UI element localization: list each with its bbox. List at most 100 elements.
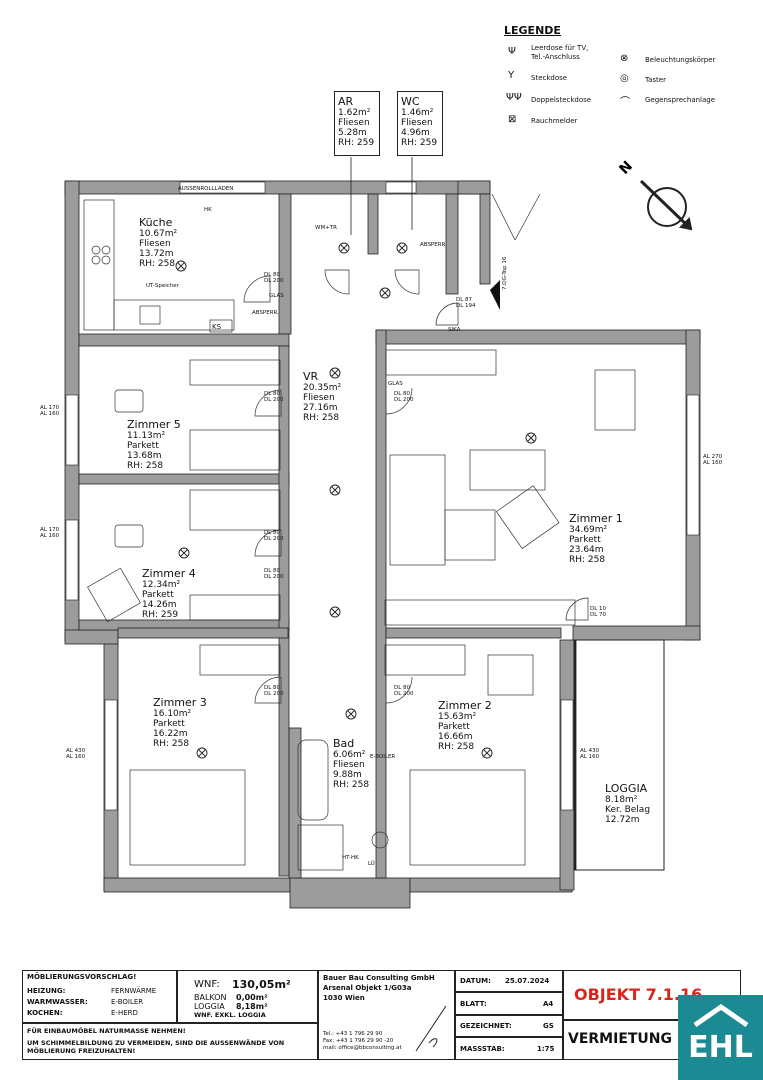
room-floor: Fliesen (333, 760, 365, 770)
room-area: 8.18m² (605, 795, 638, 805)
room-perimeter: 27.16m (303, 403, 338, 413)
glass-note: GLAS (388, 381, 403, 387)
room-area: 16.10m² (153, 709, 192, 719)
room-kueche: Küche 10.67m² Fliesen 13.72m RH: 258 (139, 216, 177, 269)
button-icon: ◎ (620, 73, 629, 84)
room-perimeter: 16.22m (153, 729, 188, 739)
room-area: 12.34m² (142, 580, 181, 590)
room-perimeter: 12.72m (605, 815, 640, 825)
legend-item-gegensprech: Gegensprechanlage (645, 96, 716, 104)
area-summary: WNF: 130,05m² BALKON 0,00m² LOGGIA 8,18m… (177, 970, 318, 1023)
room-name: Küche (139, 216, 173, 229)
room-floor: Parkett (142, 590, 174, 600)
room-floor: Fliesen (303, 393, 335, 403)
room-loggia: LOGGIA 8.18m² Ker. Belag 12.72m (605, 782, 650, 825)
vent-note: LÜ (368, 861, 375, 867)
room-height: RH: 258 (139, 259, 176, 269)
room-floor: Parkett (569, 535, 601, 545)
object-number: OBJEKT 7.1.16 (574, 985, 703, 1004)
shutoff-note: ABSPERR. (420, 242, 447, 248)
room-height: RH: 258 (303, 413, 340, 423)
room-area: 1.62m² (338, 108, 371, 118)
room-zimmer-2: Zimmer 2 15.63m² Parkett 16.66m RH: 258 (438, 699, 492, 752)
cooking-value: E-HERD (111, 1009, 138, 1017)
room-name: Zimmer 4 (142, 567, 196, 580)
light-icon: ⊗ (620, 53, 629, 64)
room-area: 34.69m² (569, 525, 608, 535)
note-einbau: FÜR EINBAUMÖBEL NATURMASSE NEHMEN! (27, 1027, 186, 1035)
fuse-note: SIKA (448, 327, 461, 333)
light-fixture-icons (175, 242, 537, 759)
unit-note: 7.OG-Top 16 (502, 256, 508, 290)
socket-icon: Y (508, 70, 515, 81)
room-zimmer-4: Zimmer 4 12.34m² Parkett 14.26m RH: 259 (142, 567, 196, 620)
shutoff-note: ABSPERR. (252, 310, 279, 316)
room-perimeter: 4.96m (401, 128, 430, 138)
legend-item-steckdose: Steckdose (531, 74, 568, 82)
room-height: RH: 258 (569, 555, 606, 565)
intercom-icon: ⌒ (620, 97, 630, 108)
callout-ar: AR 1.62m² Fliesen 5.28m RH: 259 (334, 91, 380, 156)
room-height: RH: 258 (333, 780, 370, 790)
drawn-value: GS (543, 1022, 554, 1030)
legend-title: LEGENDE (504, 24, 561, 37)
room-name: Zimmer 5 (127, 418, 181, 431)
room-name: Zimmer 3 (153, 696, 207, 709)
room-zimmer-1: Zimmer 1 34.69m² Parkett 23.64m RH: 258 (569, 512, 623, 565)
legend-item-taster: Taster (645, 76, 666, 84)
room-zimmer-5: Zimmer 5 11.13m² Parkett 13.68m RH: 258 (127, 418, 181, 471)
heating-label: HEIZUNG: (27, 987, 66, 995)
shutter-note: AUSSENROLLLADEN (178, 186, 234, 192)
room-area: 6.06m² (333, 750, 366, 760)
legend-item-tv: Leerdose für TV, (531, 44, 589, 52)
room-floor: Ker. Belag (605, 805, 651, 815)
room-name: VR (303, 370, 319, 383)
room-floor: Parkett (438, 722, 470, 732)
room-perimeter: 13.72m (139, 249, 174, 259)
furnishing-info: MÖBLIERUNGSVORSCHLAG! HEIZUNG: FERNWÄRME… (22, 970, 177, 1023)
logo-text: EHL (688, 1030, 753, 1065)
company-fax: Fax: +43 1 796 29 90 -20 (323, 1038, 394, 1044)
balkon-label: BALKON (194, 993, 227, 1002)
signature-icon (415, 1005, 447, 1052)
scale-cell: MASSSTAB: 1:75 (455, 1037, 563, 1060)
wnf-value: 130,05m² (232, 978, 291, 991)
smoke-detector-icon: ⊠ (508, 114, 517, 125)
room-area: 15.63m² (438, 712, 477, 722)
room-floor: Fliesen (338, 118, 370, 128)
room-height: RH: 259 (401, 138, 438, 148)
date-label: DATUM: (460, 977, 491, 985)
company-mail: mail: office@bbconsulting.at (323, 1045, 402, 1051)
ehl-logo: EHL (678, 995, 763, 1080)
washer-note: WM+TR (315, 225, 337, 231)
legend-item-doppelsteckdose: Doppelsteckdose (531, 96, 592, 104)
room-height: RH: 258 (153, 739, 190, 749)
room-height: RH: 259 (338, 138, 375, 148)
drawn-cell: GEZEICHNET: GS (455, 1015, 563, 1037)
furnishing-heading: MÖBLIERUNGSVORSCHLAG! (27, 973, 137, 981)
hotwater-label: WARMWASSER: (27, 998, 88, 1006)
note-schimmel: UM SCHIMMELBILDUNG ZU VERMEIDEN, SIND DI… (27, 1039, 285, 1055)
room-perimeter: 23.64m (569, 545, 604, 555)
sheet-label: BLATT: (460, 1000, 487, 1008)
room-name: Zimmer 2 (438, 699, 492, 712)
room-name: AR (338, 95, 354, 108)
scale-label: MASSSTAB: (460, 1045, 505, 1053)
north-letter: N (616, 158, 636, 178)
room-name: WC (401, 95, 420, 108)
hotwater-value: E-BOILER (111, 998, 144, 1006)
room-perimeter: 14.26m (142, 600, 177, 610)
company-name: Bauer Bau Consulting GmbH (323, 974, 435, 982)
drawn-label: GEZEICHNET: (460, 1022, 512, 1030)
room-area: 20.35m² (303, 383, 342, 393)
